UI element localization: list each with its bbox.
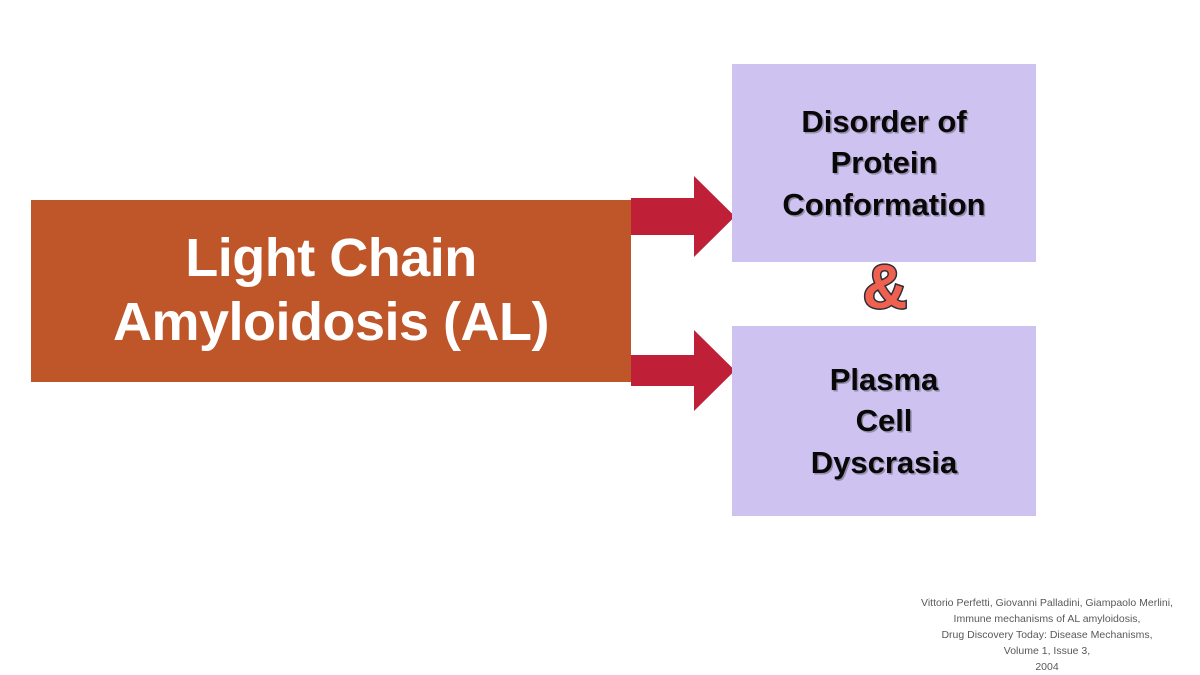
citation-journal: Drug Discovery Today: Disease Mechanisms… [941,628,1153,641]
target-box-2-line-1: Plasma [829,361,939,397]
citation-year: 2004 [1035,660,1059,673]
target-box-1-line-1: Disorder of [801,103,967,139]
target-box-plasma-cell-dyscrasia[interactable]: Plasma Cell Dyscrasia [732,326,1036,516]
target-box-1-line-2: Protein [830,145,938,181]
citation-authors: Vittorio Perfetti, Giovanni Palladini, G… [921,597,1173,609]
source-box-line-1: Light Chain [185,228,477,289]
target-box-disorder-of-protein-conformation[interactable]: Disorder of Protein Conformation [732,64,1036,262]
citation-title: Immune mechanisms of AL amyloidosis, [953,612,1141,625]
arrow-right-top-icon [631,176,735,257]
source-box-light-chain-amyloidosis[interactable]: Light Chain Amyloidosis (AL) [31,200,631,382]
citation-block: Vittorio Perfetti, Giovanni Palladini, G… [916,596,1178,675]
arrow-right-bottom-icon [631,330,735,411]
target-box-2-line-2: Cell [855,403,913,439]
citation-volume: Volume 1, Issue 3, [1003,644,1091,657]
ampersand-connector-icon: & [861,253,909,322]
target-box-1-line-3: Conformation [782,186,986,222]
target-box-2-line-3: Dyscrasia [810,444,958,480]
source-box-line-2: Amyloidosis (AL) [112,292,550,352]
